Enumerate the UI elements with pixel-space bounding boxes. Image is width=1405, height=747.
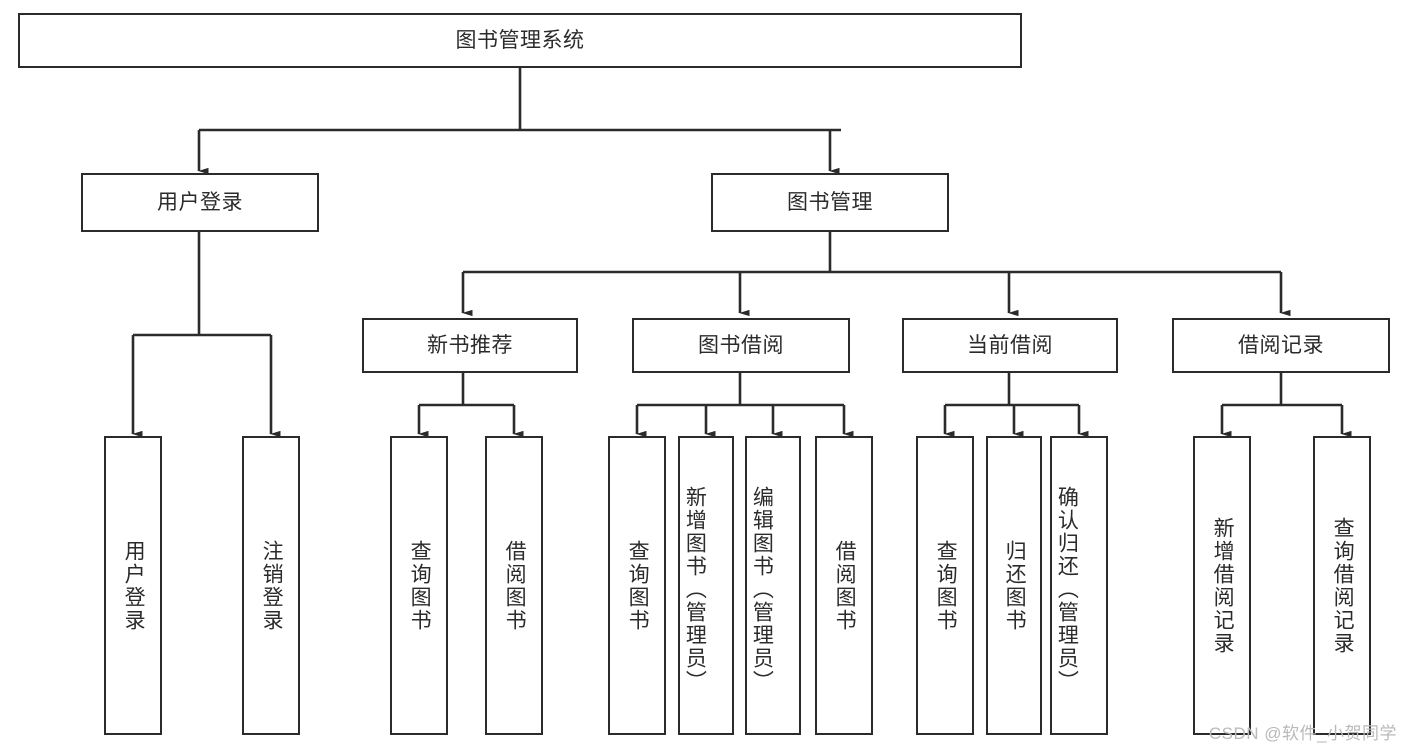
node-label: 确认归还（管理员）: [1055, 486, 1079, 693]
node-label: 归还图书: [1003, 539, 1027, 632]
node-leaf-user-logout[interactable]: 注销登录: [242, 436, 300, 735]
node-leaf-return-book[interactable]: 归还图书: [986, 436, 1042, 735]
node-label: 查询借阅记录: [1331, 516, 1355, 655]
node-leaf-query-book-1[interactable]: 查询图书: [390, 436, 448, 735]
node-label: 新增图书（管理员）: [683, 486, 707, 693]
node-leaf-borrow-book-2[interactable]: 借阅图书: [815, 436, 873, 735]
node-label: 借阅记录: [1238, 333, 1324, 357]
node-leaf-query-book-2[interactable]: 查询图书: [608, 436, 666, 735]
node-label: 查询图书: [934, 539, 958, 632]
node-label: 注销登录: [260, 539, 284, 632]
node-leaf-edit-book[interactable]: 编辑图书（管理员）: [745, 436, 801, 735]
node-leaf-add-book[interactable]: 新增图书（管理员）: [678, 436, 734, 735]
node-label: 用户登录: [122, 539, 146, 632]
node-label: 新增借阅记录: [1211, 516, 1235, 655]
node-label: 新书推荐: [427, 333, 513, 357]
node-current-borrow[interactable]: 当前借阅: [902, 318, 1118, 373]
node-label: 图书借阅: [698, 333, 784, 357]
node-label: 查询图书: [626, 539, 650, 632]
node-label: 借阅图书: [503, 539, 527, 632]
node-root-system[interactable]: 图书管理系统: [18, 13, 1022, 68]
node-leaf-user-login[interactable]: 用户登录: [104, 436, 162, 735]
node-label: 图书管理: [787, 190, 873, 214]
node-user-login[interactable]: 用户登录: [81, 173, 319, 232]
node-new-book-recommend[interactable]: 新书推荐: [362, 318, 578, 373]
node-label: 编辑图书（管理员）: [750, 486, 774, 693]
csdn-watermark: CSDN @软件_小贺同学: [1208, 724, 1397, 743]
node-leaf-query-record[interactable]: 查询借阅记录: [1313, 436, 1371, 735]
node-leaf-add-record[interactable]: 新增借阅记录: [1193, 436, 1251, 735]
node-label: 用户登录: [157, 190, 243, 214]
node-label: 查询图书: [408, 539, 432, 632]
node-label: 当前借阅: [967, 333, 1053, 357]
node-book-manage[interactable]: 图书管理: [711, 173, 949, 232]
node-leaf-borrow-book-1[interactable]: 借阅图书: [485, 436, 543, 735]
node-leaf-query-book-3[interactable]: 查询图书: [916, 436, 974, 735]
node-book-borrow[interactable]: 图书借阅: [632, 318, 850, 373]
node-borrow-record[interactable]: 借阅记录: [1172, 318, 1390, 373]
node-label: 图书管理系统: [455, 28, 585, 52]
node-leaf-confirm-return[interactable]: 确认归还（管理员）: [1050, 436, 1108, 735]
node-label: 借阅图书: [833, 539, 857, 632]
